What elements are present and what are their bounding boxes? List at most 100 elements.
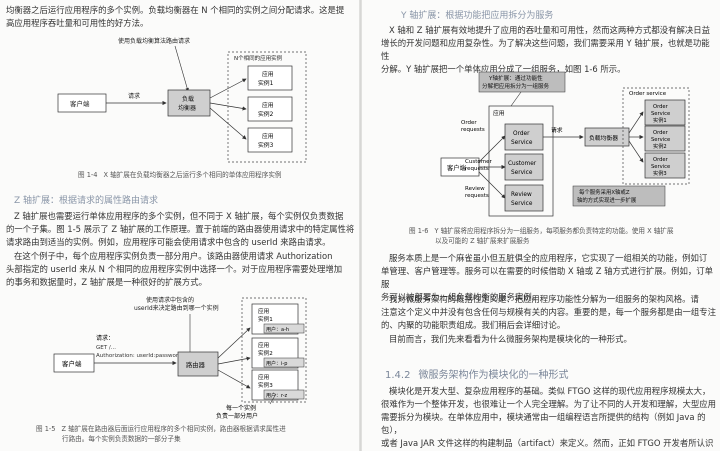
text-line: 需要拆分为模块。在单体应用中，模块通常由一组编程语言所提供的结构（例如 Java… xyxy=(381,412,706,435)
service-label: Customer xyxy=(508,161,537,167)
caption-text: Y 轴扩展将应用程序拆分为一组服务，每项服务都负责特定的功能。使用 X 轴扩展 xyxy=(434,227,674,235)
request-label: 请求 xyxy=(128,92,140,100)
app-label: 应用 xyxy=(493,109,505,117)
app-label: 应用 xyxy=(258,373,269,381)
note-text: 轴的方式实现进一步扩展 xyxy=(577,196,637,204)
figure-caption: 图 1-5 Z 轴扩展在路由器后面运行应用程序的多个相同实例，路由器根据请求属性进… xyxy=(36,424,356,444)
bottom-note: 每一个实例 xyxy=(226,404,256,412)
paragraph-1: 服务本质上是一个麻雀虽小但五脏俱全的应用程序，它实现了一组相关的功能，例如订 单… xyxy=(381,252,717,304)
request-label: 请求 xyxy=(551,126,563,134)
right-page: Y 轴扩展：根据功能把应用拆分为服务 X 轴和 Z 轴扩展有效地提升了应用的吞吐… xyxy=(361,0,720,451)
app-instance-3 xyxy=(247,127,293,153)
lb-label: 负载均衡器 xyxy=(589,134,618,142)
callout-text: 分解把应用拆分为一组服务 xyxy=(482,82,550,90)
section-heading-z: Z 轴扩展：根据请求的属性路由请求 xyxy=(14,196,159,206)
user-range: 用户：i-p xyxy=(266,360,287,367)
text-line: 增长的开发问题和应用复杂性。为了解决这些问题，我们需要采用 Y 轴扩展，也就是功… xyxy=(381,38,710,61)
instance-group xyxy=(241,297,307,403)
caption-text: 以及可能的 Z 轴扩展来扩展服务 xyxy=(435,237,530,245)
order-service-group xyxy=(622,87,690,185)
user-range-tag xyxy=(263,389,305,400)
user-range-tag xyxy=(263,357,305,368)
app-label: 实例1 xyxy=(258,79,274,87)
text-line: 的、内聚的功能职责组成。我们稍后会详细讨论。 xyxy=(381,320,566,330)
text-line: 的事务和数据量时，Z 轴扩展是一种很好的扩展方式。 xyxy=(6,277,208,287)
text-line: X 轴和 Z 轴扩展有效地提升了应用的吞吐量和可用性，然而这两种方式都没有解决日… xyxy=(389,25,710,35)
text-line: 均衡器之后运行应用程序的多个实例。负载均衡器在 N 个相同的实例之间分配请求。这… xyxy=(6,5,345,15)
app-label: 实例2 xyxy=(258,110,274,118)
text-line: 服务本质上是一个麻雀虽小但五脏俱全的应用程序，它实现了一组相关的功能，例如订 xyxy=(389,253,708,263)
lb-label-2: 均衡器 xyxy=(178,104,196,112)
figure-1-4: 使用负载均衡算法路由请求 N个相同的应用实例 客户端 请求 负载 均衡器 应用 … xyxy=(57,37,307,163)
section-number: 1.4.2 xyxy=(385,370,411,381)
text-line: 请求路由到适当的实例。例如，应用程序可能会使用请求中包含的 userId 来路由… xyxy=(6,237,331,247)
order-instance-3 xyxy=(644,152,686,179)
text-line: 注意这个定义中并没有包含任何与规模有关的内容。重要的是，每一个服务都是由一组专注 xyxy=(381,307,716,317)
client-label: 客户端 xyxy=(70,99,90,108)
client-label: 客户端 xyxy=(447,163,467,172)
app-instance-1 xyxy=(247,65,293,91)
text-line: Z 轴扩展也需要运行单体应用程序的多个实例，但不同于 X 轴扩展，每个实例仅负责… xyxy=(14,211,344,221)
callout-text: Y轴扩展：通过功能性 xyxy=(488,74,543,82)
paragraph-3: 目前而言，我们先来看看为什么微服务架构是模块化的一种形式。 xyxy=(389,334,632,344)
lb-label-1: 负载 xyxy=(182,95,194,103)
user-range: 用户：r-z xyxy=(266,392,288,399)
text-line: 在这个例子中，每个应用程序实例负责一部分用户。该路由器使用请求 Authoriz… xyxy=(14,251,333,261)
user-range: 用户：a-h xyxy=(266,326,289,333)
text-line: 或者 Java JAR 文件这样的构建制品（artifact）来定义。然而，正如… xyxy=(381,438,714,448)
requests-label: requests xyxy=(461,127,485,133)
app-label: 实例2 xyxy=(258,349,273,357)
text-line: 分解。Y 轴扩展把一个单体应用分成了一组服务，如图 1-6 所示。 xyxy=(381,64,626,74)
note-box xyxy=(572,185,666,207)
request-line: Authorization: userId:password xyxy=(96,353,182,359)
callout-text: userId来决定路由到哪一个实例 xyxy=(134,304,219,312)
caption-number: 图 1-5 xyxy=(36,425,56,433)
app-label: 实例3 xyxy=(258,141,274,149)
callout-text: 使用负载均衡算法路由请求 xyxy=(118,37,190,45)
app-label: 实例1 xyxy=(258,315,273,323)
instance-label: 实例3 xyxy=(653,169,667,177)
instance-group xyxy=(227,51,307,163)
requests-label: requests xyxy=(465,193,489,199)
requests-label: requests xyxy=(465,166,489,172)
text-line: 的一个子集。图 1-5 展示了 Z 轴扩展的工作原理。置于前端的路由器使用请求中… xyxy=(6,224,355,234)
request-label: 请求： xyxy=(96,334,114,342)
caption-text: Z 轴扩展在路由器后面运行应用程序的多个相同实例，路由器根据请求属性进 xyxy=(61,425,286,433)
section-heading-y: Y 轴扩展：根据功能把应用拆分为服务 xyxy=(401,11,554,21)
group-title: Order service xyxy=(629,91,667,97)
caption-number: 图 1-4 xyxy=(78,171,98,179)
order-instance-2 xyxy=(644,125,686,152)
service-label: Service xyxy=(511,201,533,207)
instance-label: 实例2 xyxy=(653,142,667,150)
review-service-box xyxy=(504,184,544,212)
figure-1-6: Y轴扩展：通过功能性 分解把应用拆分为一组服务 应用 客户端 Order req… xyxy=(440,71,690,217)
text-line: 高应用程序吞吐量和可用性的好方法。 xyxy=(6,18,149,28)
client-label: 客户端 xyxy=(62,359,82,368)
instance-label: Service xyxy=(651,164,670,170)
service-label: Review xyxy=(511,192,532,198)
service-label: Order xyxy=(513,131,530,137)
requests-label: Order xyxy=(461,120,477,126)
caption-text: 行路由。每个实例负责数据的一部分子集 xyxy=(62,435,181,443)
note-text: 每个服务采用X轴或Z xyxy=(579,188,630,196)
paragraph-2: 我对微服务架构的概括性定义是：把应用程序功能性分解为一组服务的架构风格。请 注意… xyxy=(381,293,717,332)
z-paragraph-1: Z 轴扩展也需要运行单体应用程序的多个实例，但不同于 X 轴扩展，每个实例仅负责… xyxy=(6,210,358,249)
figure-1-5: 使用请求中包含的 userId来决定路由到哪一个实例 客户端 请求： GET /… xyxy=(53,296,307,420)
callout-box xyxy=(478,71,566,93)
instance-label: 实例1 xyxy=(653,116,667,124)
load-balancer-box xyxy=(167,89,211,117)
y-paragraph: X 轴和 Z 轴扩展有效地提升了应用的吞吐量和可用性，然而这两种方式都没有解决日… xyxy=(381,24,717,76)
requests-label: Review xyxy=(465,186,485,192)
requests-label: Customer xyxy=(465,159,492,165)
order-service-box xyxy=(504,123,544,151)
instance-label: Service xyxy=(651,111,670,117)
text-line: 头部指定的 userId 来从 N 个相同的应用程序实例中选择一个。对于应用程序… xyxy=(6,264,343,274)
app-label: 应用 xyxy=(258,341,269,349)
bottom-note: 负责一部分用户 xyxy=(216,412,258,420)
app-instance-2 xyxy=(247,96,293,122)
app-label: 应用 xyxy=(258,307,269,315)
text-line: 务可以被部署为一组负载均衡的服务实例。 xyxy=(381,292,541,302)
